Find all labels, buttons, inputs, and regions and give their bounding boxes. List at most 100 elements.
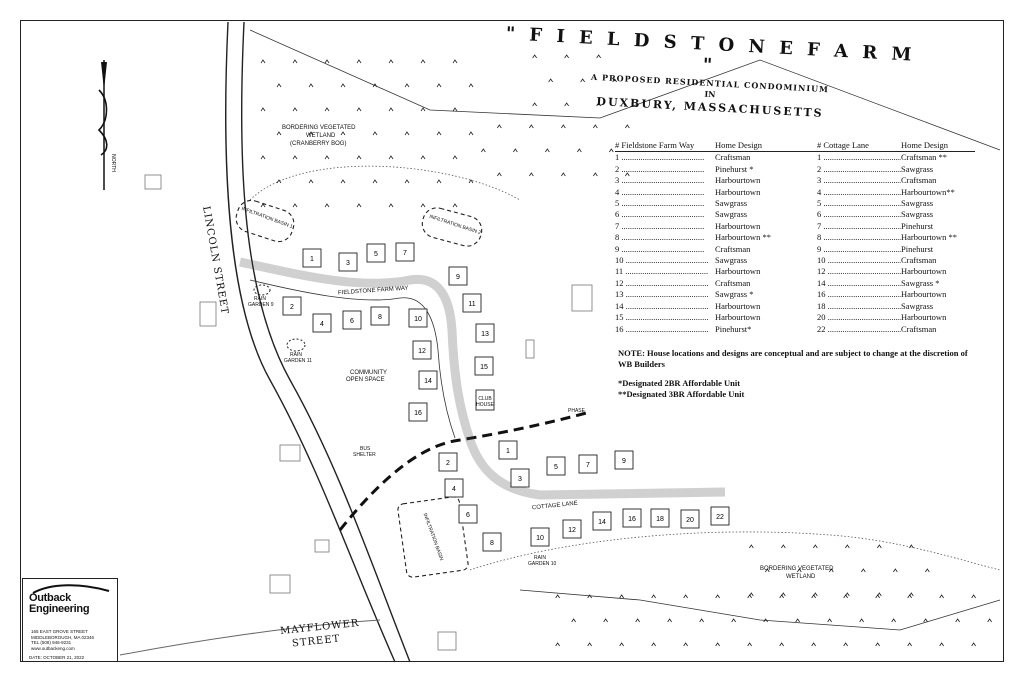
cottage-lot-number: 5 ......................................… — [817, 198, 901, 209]
note-text: NOTE: House locations and designs are co… — [618, 348, 968, 369]
fieldstone-home-design: Harbourtown — [715, 175, 761, 186]
cottage-house-footprint — [530, 527, 550, 547]
marsh-symbol-icon — [909, 592, 914, 597]
fieldstone-lot-number: 2 — [290, 304, 294, 311]
marsh-symbol-icon — [971, 594, 976, 599]
marsh-symbol-icon — [324, 59, 330, 64]
fieldstone-lot: 1 — [302, 248, 322, 268]
cottage-lot-number: 3 ......................................… — [817, 175, 901, 186]
fieldstone-home-design: Harbourtown — [715, 266, 761, 277]
cottage-house-footprint — [458, 504, 478, 524]
fieldstone-lot-number: 7 ......................................… — [615, 220, 705, 231]
fieldstone-lot-number: 7 — [403, 250, 407, 257]
marsh-symbol-icon — [891, 618, 896, 623]
cottage-lot-number: 4 ......................................… — [817, 186, 901, 197]
bus-shelter-label-1: BUS — [360, 446, 371, 452]
cottage-lot-number: 9 — [622, 458, 626, 465]
cottage-house-footprint — [614, 450, 634, 470]
title-block: " F I E L D S T O N E F A R M " A PROPOS… — [500, 23, 920, 120]
fieldstone-lot-number: 10 — [414, 316, 422, 323]
fieldstone-lot-number: 5 — [374, 251, 378, 258]
marsh-symbol-icon — [532, 54, 537, 59]
cottage-lot: 16 — [622, 508, 642, 528]
marsh-symbol-icon — [811, 642, 816, 647]
marsh-symbol-icon — [372, 179, 378, 184]
cottage-house-footprint — [710, 506, 730, 526]
schedule-row: 14 .....................................… — [615, 301, 975, 312]
north-wetland-dotted — [249, 165, 521, 201]
fieldstone-lot-number: 16 .....................................… — [615, 323, 709, 334]
home-design-schedule: # Fieldstone Farm Way Home Design # Cott… — [615, 140, 975, 335]
marsh-symbol-icon — [795, 618, 800, 623]
fieldstone-house-footprint — [370, 306, 390, 326]
marsh-symbol-icon — [436, 83, 442, 88]
infiltration-basin-1 — [235, 199, 295, 243]
cottage-home-design: Harbourtown — [901, 289, 947, 300]
fieldstone-lot: 4 — [312, 313, 332, 333]
marsh-symbol-icon — [561, 172, 566, 177]
fieldstone-home-design: Craftsman — [715, 277, 751, 288]
marsh-symbol-icon — [923, 618, 928, 623]
marsh-symbol-icon — [276, 131, 282, 136]
marsh-symbol-icon — [452, 203, 458, 208]
marsh-symbol-icon — [619, 642, 624, 647]
marsh-symbol-icon — [532, 102, 537, 107]
marsh-symbol-icon — [859, 618, 864, 623]
north-wetland-label-1: BORDERING VEGETATED — [282, 125, 356, 131]
cottage-lot: 20 — [680, 509, 700, 529]
marsh-symbol-icon — [292, 59, 298, 64]
marsh-symbol-icon — [635, 618, 640, 623]
fieldstone-lot: 14 — [418, 370, 438, 390]
marsh-symbol-icon — [308, 131, 314, 136]
header-cottage: # Cottage Lane — [817, 140, 869, 150]
cottage-house-footprint — [578, 454, 598, 474]
fieldstone-house-footprint — [475, 323, 495, 343]
logo-addr-1: 165 EAST GROVE STREET — [31, 629, 88, 634]
cottage-lot: 6 — [458, 504, 478, 524]
marsh-symbol-icon — [276, 179, 282, 184]
marsh-symbol-icon — [593, 172, 598, 177]
marsh-symbol-icon — [308, 179, 314, 184]
neighbor-house — [571, 284, 593, 312]
marsh-symbol-icon — [468, 131, 474, 136]
north-arrow-icon — [97, 60, 108, 190]
marsh-symbol-icon — [893, 568, 898, 573]
marsh-symbol-icon — [939, 642, 944, 647]
fieldstone-lot-number: 3 — [346, 260, 350, 267]
cottage-lot-number: 9 ......................................… — [817, 243, 901, 254]
cottage-lot-number: 7 ......................................… — [817, 220, 901, 231]
fieldstone-lot-number: 8 — [378, 314, 382, 321]
marsh-symbol-icon — [651, 642, 656, 647]
marsh-symbol-icon — [388, 107, 394, 112]
affordable-2br: *Designated 2BR Affordable Unit — [618, 378, 741, 388]
marsh-symbol-icon — [260, 107, 266, 112]
marsh-symbol-icon — [497, 172, 502, 177]
cottage-home-design: Harbourtown** — [901, 186, 955, 197]
fieldstone-lot-number: 14 — [424, 378, 432, 385]
logo-line-1: Outback — [29, 592, 71, 604]
cottage-lot-number: 12 — [568, 527, 576, 534]
neighbor-house — [437, 631, 457, 651]
cottage-lot: 4 — [444, 478, 464, 498]
marsh-symbol-icon — [651, 594, 656, 599]
fieldstone-house-footprint — [408, 402, 428, 422]
fieldstone-lot: 12 — [412, 340, 432, 360]
marsh-symbol-icon — [292, 155, 298, 160]
marsh-symbol-icon — [452, 59, 458, 64]
club-house — [475, 389, 495, 411]
cottage-lot-number: 8 ......................................… — [817, 232, 901, 243]
marsh-symbol-icon — [564, 102, 569, 107]
fieldstone-house-footprint — [462, 293, 482, 313]
fieldstone-home-design: Harbourtown — [715, 300, 761, 311]
header-fieldstone: # Fieldstone Farm Way — [615, 140, 695, 150]
fieldstone-lot-number: 6 — [350, 318, 354, 325]
marsh-symbol-icon — [971, 642, 976, 647]
marsh-symbol-icon — [372, 131, 378, 136]
fieldstone-lot: 11 — [462, 293, 482, 313]
fieldstone-lot-number: 4 — [320, 321, 324, 328]
notes-block: NOTE: House locations and designs are co… — [618, 348, 978, 400]
marsh-symbol-icon — [813, 592, 818, 597]
marsh-symbol-icon — [577, 148, 582, 153]
cottage-lot-number: 18 — [656, 516, 664, 523]
fieldstone-house-footprint — [418, 370, 438, 390]
